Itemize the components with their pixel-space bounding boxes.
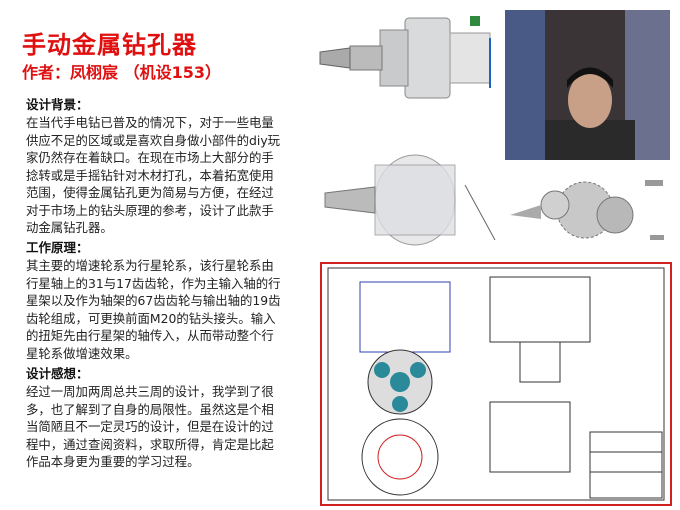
text-line: 家仍然存在着缺口。在现在市场上大部分的手 (26, 150, 274, 165)
text-line: 当简陋且不一定灵巧的设计，但是在设计的过 (26, 419, 274, 434)
section-heading: 设计感想： (26, 366, 89, 381)
text-line: 动金属钻孔器。 (26, 220, 113, 235)
section-heading: 工作原理： (26, 240, 89, 255)
text-line: 星架以及作为轴架的67齿齿轮与输出轴的19齿 (26, 293, 281, 308)
text-line: 捻转或是手摇钻针对木材打孔，本着拓宽使用 (26, 167, 274, 183)
cad-render-wireframe (324, 154, 496, 246)
author-photo (505, 10, 670, 160)
section-heading: 设计背景： (26, 97, 89, 112)
cad-render-gear-explode (510, 180, 664, 240)
text-line: 作品本身更为重要的学习过程。 (26, 454, 200, 469)
section-principle: 工作原理： 其主要的增速轮系为行星轮系，该行星轮系由 行星轴上的31与17齿齿轮… (26, 240, 316, 362)
text-line: 供应不足的区域或是喜欢自身做小部件的diy玩 (26, 132, 281, 148)
text-line: 程中，通过查阅资料，求取所得，肯定是比起 (26, 436, 274, 452)
text-line: 对于市场上的钻头原理的参考，设计了此款手 (26, 202, 274, 218)
section-background: 设计背景： 在当代手电钻已普及的情况下，对于一些电量 供应不足的区域或是喜欢自身… (26, 97, 316, 237)
text-line: 在当代手电钻已普及的情况下，对于一些电量 (26, 115, 274, 130)
text-line: 多，也了解到了自身的局限性。虽然这是个相 (26, 401, 274, 417)
section-reflection: 设计感想： 经过一周加两周总共三周的设计，我学到了很 多，也了解到了自身的局限性… (26, 366, 316, 471)
cad-render-side-view (319, 16, 491, 99)
text-line: 经过一周加两周总共三周的设计，我学到了很 (26, 384, 274, 399)
text-line: 行星轴上的31与17齿齿轮，作为主输入轴的行 (26, 275, 281, 291)
engineering-drawing (320, 262, 672, 506)
text-line: 其主要的增速轮系为行星轮系，该行星轮系由 (26, 258, 274, 273)
text-line: 星轮系做增速效果。 (26, 345, 138, 361)
text-line: 范围，使得金属钻孔更为简易与方便，在经过 (26, 185, 274, 200)
poster-title: 手动金属钻孔器 (22, 31, 197, 59)
author-line: 作者：凤栩宸 （机设153） (22, 63, 221, 82)
text-line: 齿轮组成，可更换前面M20的钻头接头。输入 (26, 310, 276, 326)
text-line: 的扭矩先由行星架的轴传入，从而带动整个行 (26, 328, 274, 343)
